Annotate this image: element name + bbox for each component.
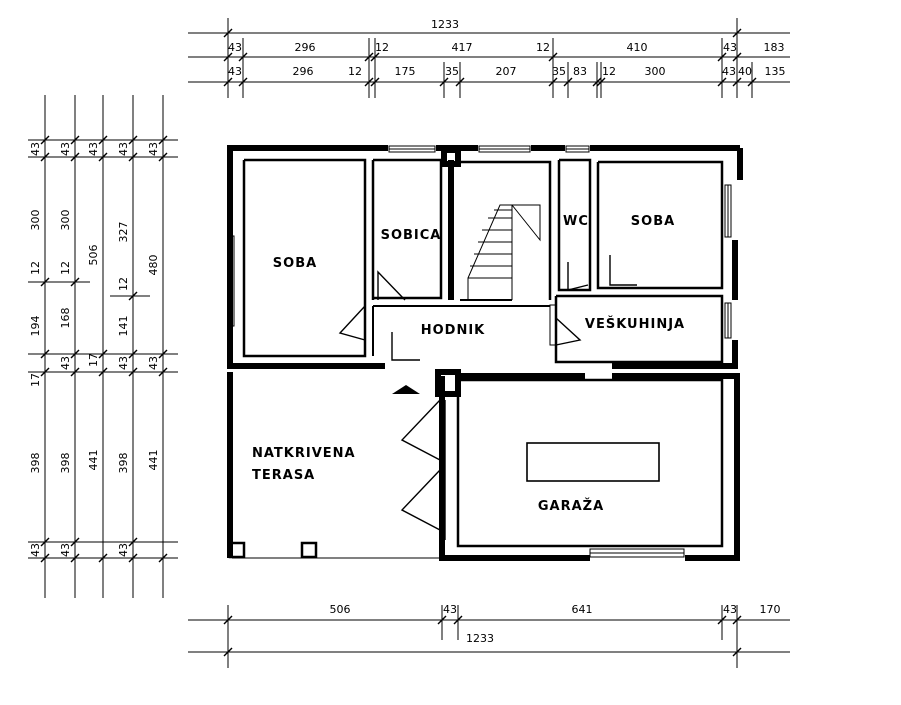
room-label-garaza: GARAŽA	[538, 498, 604, 514]
left-col5-dim: 43	[147, 356, 160, 370]
left-col1-dim: 300	[29, 210, 42, 231]
top-row1-dim: 12	[536, 41, 550, 54]
left-col4-dim: 43	[117, 543, 130, 557]
entrance-arrow-icon	[392, 385, 420, 394]
top-overall-dimension: 1233	[431, 18, 459, 31]
top-row2-dim: 296	[293, 65, 314, 78]
room-label-wc: WC	[563, 214, 589, 229]
left-col2-dim: 43	[59, 543, 72, 557]
top-row1-dim: 43	[228, 41, 242, 54]
windows	[227, 145, 732, 558]
left-col1-dim: 398	[29, 453, 42, 474]
room-label-hodnik: HODNIK	[421, 323, 486, 338]
top-row2-dim: 175	[395, 65, 416, 78]
left-col5-dim: 43	[147, 142, 160, 156]
bottom-row1-dim: 506	[330, 603, 351, 616]
left-col3-dim: 441	[87, 450, 100, 471]
left-col1-dim: 194	[29, 316, 42, 337]
top-row2-dim: 43	[722, 65, 736, 78]
left-col3-dim: 506	[87, 245, 100, 266]
left-col1-dim: 43	[29, 543, 42, 557]
left-col1-dim: 43	[29, 142, 42, 156]
bottom-row1-dim: 170	[760, 603, 781, 616]
top-row2-dim: 40	[738, 65, 752, 78]
top-row2-dim: 207	[496, 65, 517, 78]
left-col2-dim: 12	[59, 261, 72, 275]
top-row2-dim: 12	[602, 65, 616, 78]
top-row2-dim: 43	[228, 65, 242, 78]
top-row2-dim: 12	[348, 65, 362, 78]
top-row1-dim: 183	[764, 41, 785, 54]
left-col2-dim: 398	[59, 453, 72, 474]
left-col4-dim: 43	[117, 356, 130, 370]
top-row1-dim: 296	[295, 41, 316, 54]
bottom-row1-dim: 43	[723, 603, 737, 616]
bottom-overall-dimension: 1233	[466, 632, 494, 645]
room-label-terasa-line2: TERASA	[252, 468, 315, 483]
room-label-soba-left: SOBA	[273, 256, 317, 271]
top-row2-dim: 300	[645, 65, 666, 78]
top-dimension-lines: 1233 43 296 12 417 12 410 43 183 43 296 …	[188, 18, 790, 98]
left-col2-dim: 168	[59, 308, 72, 329]
top-row2-dim: 135	[765, 65, 786, 78]
left-col4-dim: 43	[117, 142, 130, 156]
left-col5-dim: 441	[147, 450, 160, 471]
top-row1-dim: 43	[723, 41, 737, 54]
left-col1-dim: 17	[29, 373, 42, 387]
left-col4-dim: 12	[117, 277, 130, 291]
left-col2-dim: 43	[59, 356, 72, 370]
left-col4-dim: 141	[117, 316, 130, 337]
left-col4-dim: 327	[117, 222, 130, 243]
left-col3-dim: 43	[87, 142, 100, 156]
room-label-terasa-line1: NATKRIVENA	[252, 446, 356, 461]
top-row1-dim: 12	[375, 41, 389, 54]
floor-plan-walls	[227, 145, 743, 561]
left-col4-dim: 398	[117, 453, 130, 474]
left-dimension-lines: 43 300 12 194 17 398 43 43 300 12 168 43…	[28, 95, 178, 598]
top-row2-dim: 35	[552, 65, 566, 78]
room-labels: SOBA SOBICA WC SOBA HODNIK VEŠKUHINJA NA…	[252, 214, 685, 514]
left-col1-dim: 12	[29, 261, 42, 275]
left-col3-dim: 17	[87, 353, 100, 367]
left-col5-dim: 480	[147, 255, 160, 276]
room-label-sobica: SOBICA	[381, 228, 442, 243]
left-col2-dim: 43	[59, 142, 72, 156]
top-row2-dim: 35	[445, 65, 459, 78]
room-label-soba-right: SOBA	[631, 214, 675, 229]
bottom-dimension-lines: 506 43 641 43 170 1233	[188, 603, 790, 668]
top-row2-dim: 83	[573, 65, 587, 78]
room-label-veskuhinja: VEŠKUHINJA	[585, 316, 685, 332]
bottom-row1-dim: 641	[572, 603, 593, 616]
top-row1-dim: 410	[627, 41, 648, 54]
top-row1-dim: 417	[452, 41, 473, 54]
left-col2-dim: 300	[59, 210, 72, 231]
door-swings	[338, 255, 637, 540]
bottom-row1-dim: 43	[443, 603, 457, 616]
